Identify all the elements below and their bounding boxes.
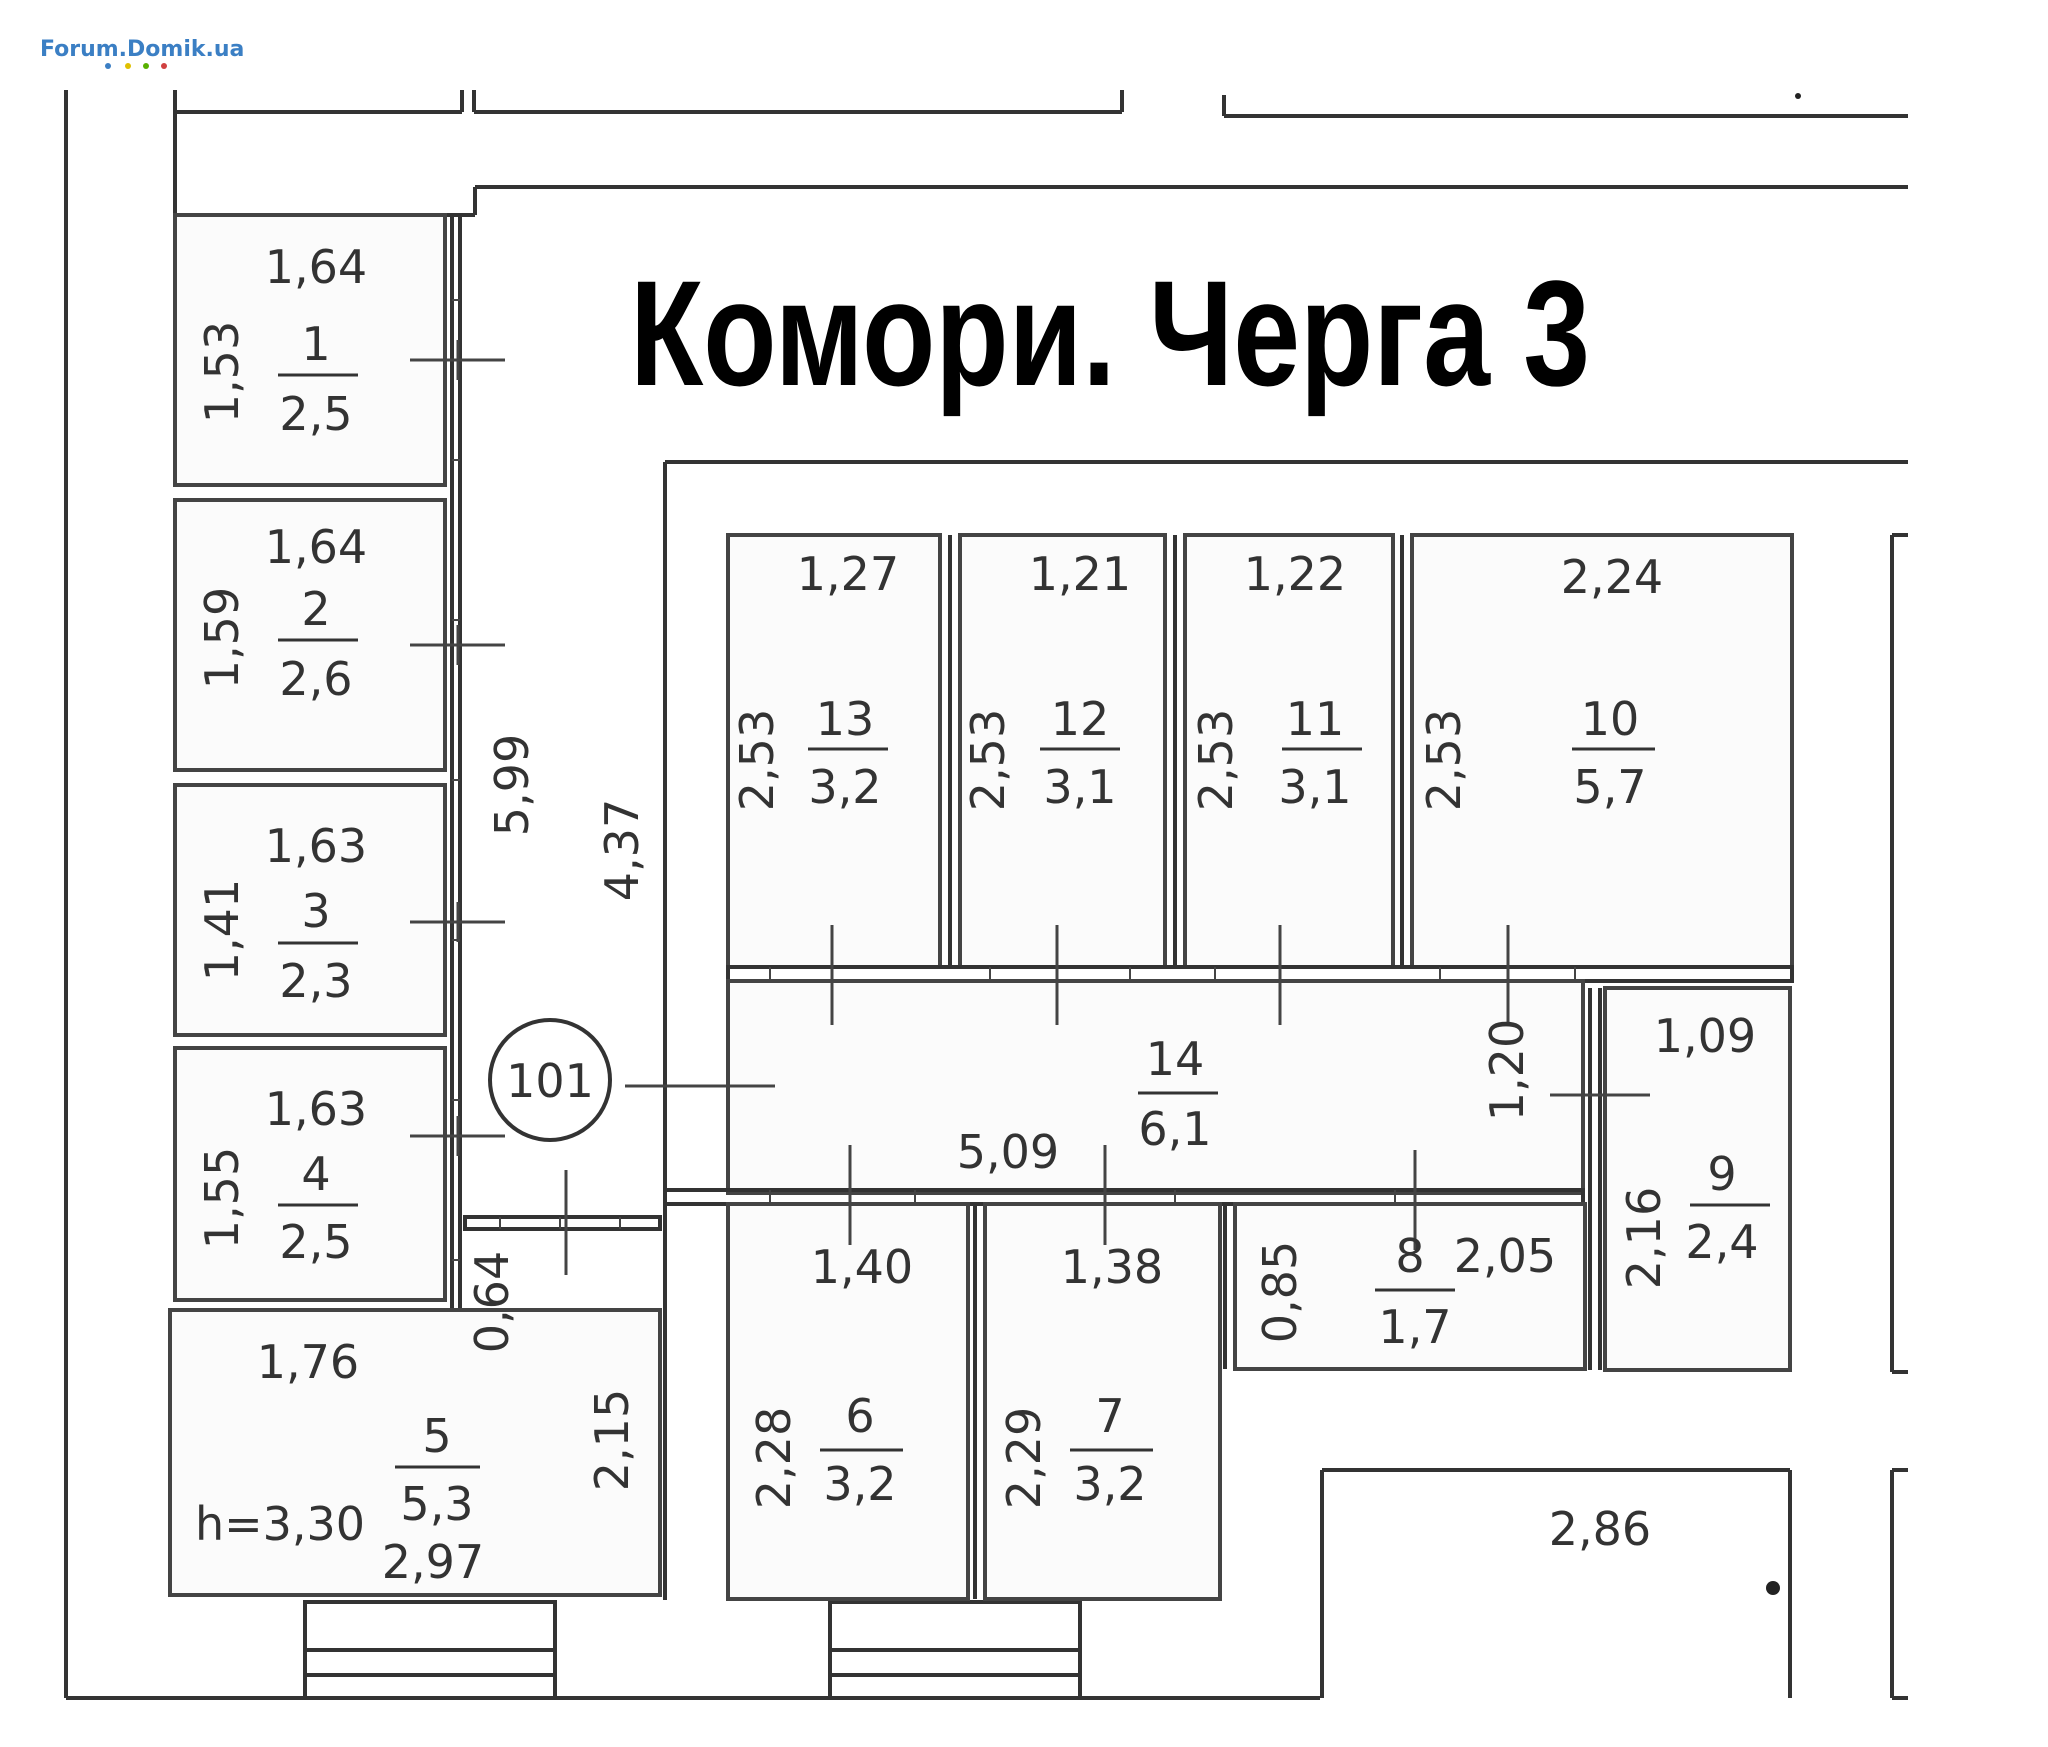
room-13-number: 13: [816, 692, 875, 746]
room-2-number: 2: [301, 582, 330, 636]
room-3-number: 3: [301, 884, 330, 938]
room-6-number: 6: [845, 1389, 874, 1443]
room-1-number: 1: [301, 317, 330, 371]
room-9-area: 2,4: [1685, 1215, 1758, 1269]
room-3-depth: 1,41: [195, 879, 249, 981]
room-5-height: h=3,30: [195, 1497, 365, 1551]
room-10-area: 5,7: [1573, 760, 1646, 814]
corridor-mid-dim: 4,37: [595, 799, 649, 901]
corridor-marker-circle: [488, 1018, 612, 1142]
room-8-number: 8: [1395, 1229, 1424, 1283]
room-4-number: 4: [301, 1147, 330, 1201]
room-8-depth: 0,85: [1253, 1241, 1307, 1343]
room-13-area: 3,2: [808, 760, 881, 814]
room-12-number: 12: [1051, 692, 1110, 746]
room-3-width: 1,63: [265, 819, 367, 873]
room-7-width: 1,38: [1061, 1240, 1163, 1294]
room-13-depth: 2,53: [730, 709, 784, 811]
corridor-long-dim: 5,99: [485, 734, 539, 836]
outside-dim: 2,86: [1549, 1502, 1651, 1556]
room-4-width: 1,63: [265, 1082, 367, 1136]
room-10-width: 2,24: [1561, 550, 1663, 604]
scan-mark: [1766, 1581, 1780, 1595]
room-12-width: 1,21: [1029, 547, 1131, 601]
room-7-number: 7: [1095, 1389, 1124, 1443]
room-8-area: 1,7: [1378, 1300, 1451, 1354]
upper-storerooms: [726, 533, 1794, 983]
room-5-width-lower: 2,97: [382, 1535, 484, 1589]
room-1-depth: 1,53: [195, 321, 249, 423]
room-1-area: 2,5: [279, 387, 352, 441]
room-9-depth: 2,16: [1617, 1187, 1671, 1289]
room-6-width: 1,40: [811, 1240, 913, 1294]
room-10-number: 10: [1581, 692, 1640, 746]
room-11-number: 11: [1286, 692, 1345, 746]
room-5: [168, 1215, 662, 1597]
room-9-number: 9: [1707, 1147, 1736, 1201]
room-2-width: 1,64: [265, 520, 367, 574]
room-14-depth: 1,20: [1480, 1019, 1534, 1121]
room-12-depth: 2,53: [961, 709, 1015, 811]
room-6-area: 3,2: [823, 1457, 896, 1511]
pointer-ticks: [410, 340, 1650, 1275]
room-4-area: 2,5: [279, 1215, 352, 1269]
fraction-bars: [278, 373, 1770, 1469]
room-4-depth: 1,55: [195, 1147, 249, 1249]
corridor-14: [663, 979, 1602, 1370]
room-11-depth: 2,53: [1189, 709, 1243, 811]
scan-dot: [1795, 93, 1801, 99]
room-9-width: 1,09: [1654, 1009, 1756, 1063]
left-storerooms: [173, 213, 462, 1310]
room-7-area: 3,2: [1073, 1457, 1146, 1511]
lower-storerooms: [726, 1202, 1587, 1601]
room-5-width: 1,76: [257, 1335, 359, 1389]
room-2-area: 2,6: [279, 652, 352, 706]
room-11-width: 1,22: [1244, 547, 1346, 601]
room-6-depth: 2,28: [747, 1407, 801, 1509]
room-9-area: [1603, 986, 1792, 1372]
room-3-area: 2,3: [279, 954, 352, 1008]
room-11-area: 3,1: [1278, 760, 1351, 814]
corridor-marker: 101: [506, 1054, 594, 1108]
room-1-width: 1,64: [265, 240, 367, 294]
room-5-number: 5: [422, 1409, 451, 1463]
room-14-width: 5,09: [957, 1125, 1059, 1179]
plan-title: Комори. Черга 3: [630, 249, 1590, 417]
room-2-depth: 1,59: [195, 587, 249, 689]
room-14-area: 6,1: [1138, 1102, 1211, 1156]
room-10-depth: 2,53: [1417, 709, 1471, 811]
room-7-depth: 2,29: [997, 1407, 1051, 1509]
room-13-width: 1,27: [797, 547, 899, 601]
watermark: Forum.Domik.ua: [40, 37, 244, 62]
room-5-depth: 2,15: [585, 1389, 639, 1491]
room-14-number: 14: [1146, 1032, 1205, 1086]
passage-dim: 0,64: [465, 1251, 519, 1353]
room-12-area: 3,1: [1043, 760, 1116, 814]
room-5-area: 5,3: [400, 1477, 473, 1531]
room-8-width: 2,05: [1454, 1229, 1556, 1283]
